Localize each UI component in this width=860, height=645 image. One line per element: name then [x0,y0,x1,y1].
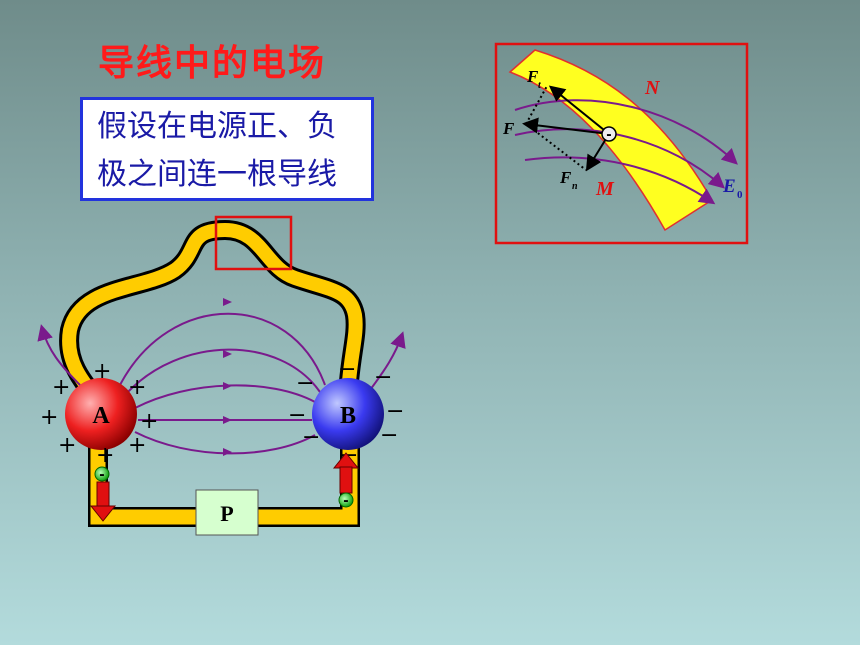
terminal-a: A [65,378,137,450]
svg-text:+: + [96,443,114,468]
terminal-b: B [312,378,384,450]
label-e0: E [722,176,736,197]
svg-text:+: + [140,409,158,434]
svg-text:+: + [128,375,146,400]
positive-charges: + + + + + + + + [40,359,158,468]
description-box: 假设在电源正、负 极之间连一根导线 [80,97,374,201]
svg-text:0: 0 [737,189,743,201]
svg-text:-: - [99,468,104,483]
svg-text:+: + [40,405,58,430]
svg-text:-: - [606,128,611,143]
svg-text:t: t [538,80,542,91]
device-p: P [195,489,259,536]
inset-diagram: - N M F F t F n E 0 [494,42,749,245]
current-arrow-right: - [332,452,360,509]
label-fn: F [559,168,572,187]
terminal-a-label: A [92,403,110,429]
label-ft: F [526,67,539,86]
svg-text:−: − [302,425,320,450]
label-f: F [502,119,515,138]
terminal-b-label: B [340,403,356,429]
svg-text:−: − [288,403,306,428]
svg-text:+: + [52,375,70,400]
svg-text:-: - [343,494,348,509]
svg-text:+: + [128,433,146,458]
label-m: M [595,178,615,200]
svg-text:−: − [296,371,314,396]
negative-charges: − − − − − − − − [288,357,404,468]
svg-text:+: + [93,359,111,384]
svg-text:−: − [386,399,404,424]
highlight-box [214,215,293,271]
description-line-2: 极之间连一根导线 [97,157,337,192]
svg-text:−: − [380,423,398,448]
svg-text:+: + [58,433,76,458]
current-arrow-left: - [89,466,117,522]
svg-text:−: − [338,357,356,382]
page-title: 导线中的电场 [98,43,327,84]
device-p-label: P [220,501,233,526]
svg-text:n: n [572,181,578,192]
svg-text:−: − [374,365,392,390]
label-n: N [644,77,661,99]
field-line-arrows [223,298,232,456]
description-line-1: 假设在电源正、负 [97,109,337,144]
